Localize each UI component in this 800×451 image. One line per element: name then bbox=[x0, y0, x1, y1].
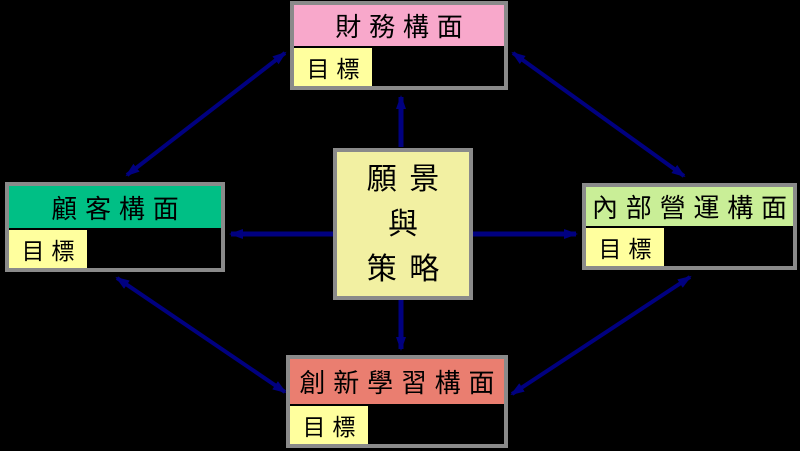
innovation-learning-goal-field bbox=[368, 406, 504, 444]
internal-process-goal-field bbox=[664, 228, 793, 266]
customer-perspective-title: 顧客構面 bbox=[9, 186, 221, 228]
customer-goal-field bbox=[87, 230, 221, 268]
arrow-customer-financial bbox=[125, 51, 287, 177]
financial-perspective-title: 財務構面 bbox=[294, 5, 504, 46]
arrow-financial-internal bbox=[511, 51, 686, 178]
internal-process-perspective-title: 內部營運構面 bbox=[586, 187, 793, 226]
financial-goal-label: 目標 bbox=[294, 48, 372, 86]
vision-strategy-line2: 與 bbox=[387, 206, 431, 242]
internal-process-perspective-box: 內部營運構面 目標 bbox=[582, 183, 797, 270]
innovation-learning-goal-row: 目標 bbox=[290, 404, 504, 444]
vision-strategy-line1: 願景 bbox=[366, 161, 452, 197]
customer-goal-row: 目標 bbox=[9, 228, 221, 268]
financial-perspective-box: 財務構面 目標 bbox=[290, 1, 508, 90]
innovation-learning-goal-label: 目標 bbox=[290, 406, 368, 444]
customer-perspective-box: 顧客構面 目標 bbox=[5, 182, 225, 272]
financial-goal-field bbox=[372, 48, 504, 86]
arrow-innovation-internal bbox=[510, 275, 692, 396]
vision-strategy-box: 願景 與 策略 bbox=[333, 148, 473, 300]
financial-goal-row: 目標 bbox=[294, 46, 504, 86]
customer-goal-label: 目標 bbox=[9, 230, 87, 268]
innovation-learning-perspective-title: 創新學習構面 bbox=[290, 359, 504, 404]
vision-strategy-line3: 策略 bbox=[366, 251, 452, 287]
arrow-customer-innovation bbox=[115, 276, 287, 394]
innovation-learning-perspective-box: 創新學習構面 目標 bbox=[286, 355, 508, 448]
internal-process-goal-row: 目標 bbox=[586, 226, 793, 266]
internal-process-goal-label: 目標 bbox=[586, 228, 664, 266]
